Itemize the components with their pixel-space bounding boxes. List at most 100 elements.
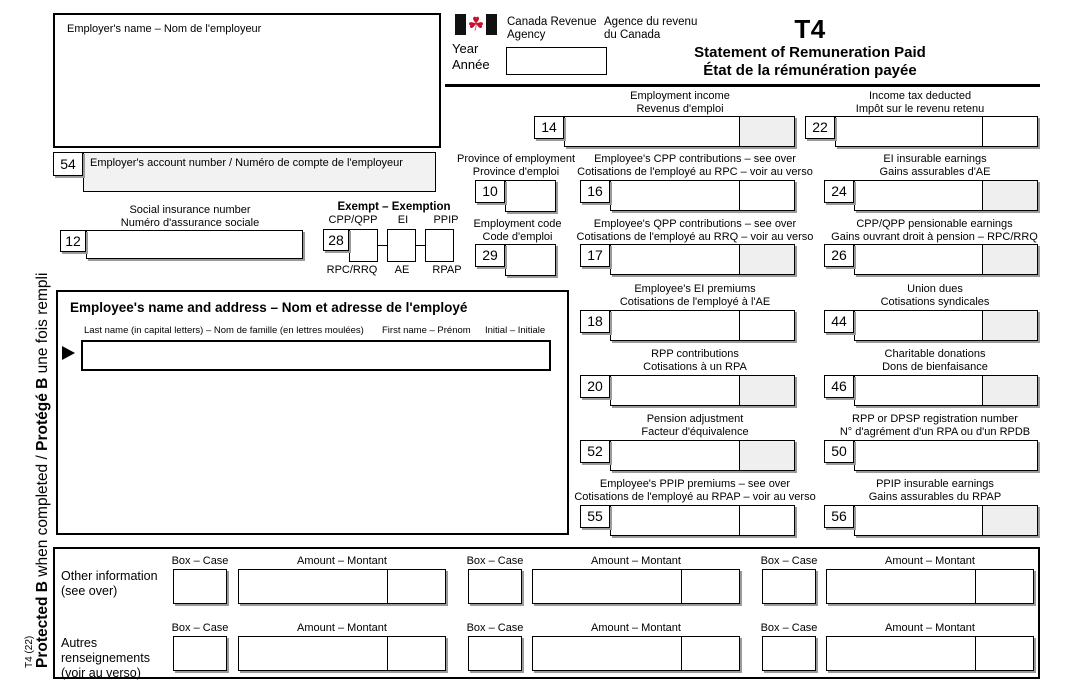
box-16-dollars[interactable]	[611, 181, 739, 210]
oi-row-2-cell-1-dollars[interactable]	[239, 637, 387, 670]
box-54-employer-account-number-input[interactable]: Employer's account number / Numéro de co…	[83, 152, 436, 192]
box-24-dollars[interactable]	[855, 181, 982, 210]
box-12-number: 12	[60, 230, 86, 252]
box-56-ppip-insurable-earnings-input[interactable]	[854, 505, 1038, 536]
box-17-qpp-contributions-input[interactable]	[610, 244, 795, 275]
oi-row-2-cell-3-box-input[interactable]	[762, 636, 816, 671]
oi-row-2-cell-2-box-input[interactable]	[468, 636, 522, 671]
oi-row-2-cell-3-amount-input[interactable]	[826, 636, 1034, 671]
employee-address-input[interactable]	[81, 378, 551, 518]
oi-row-1-cell-2-amount-input[interactable]	[532, 569, 740, 604]
oi-row-2-cell-3-cents[interactable]	[975, 637, 1033, 670]
box-16-cpp-contributions-input[interactable]	[610, 180, 795, 211]
box-20-number: 20	[580, 375, 610, 398]
box-14-employment-income-input[interactable]	[564, 116, 795, 147]
exempt-ei-checkbox[interactable]	[387, 229, 416, 262]
box-29-label: Employment code Code d'emploi	[460, 218, 575, 243]
box-46-number: 46	[824, 375, 854, 398]
oi-row-2-cell-3-dollars[interactable]	[827, 637, 975, 670]
box-44-dollars[interactable]	[855, 311, 982, 340]
box-14-label: Employment income Revenus d'emploi	[530, 90, 830, 115]
box-46-cents[interactable]	[982, 376, 1037, 405]
box-44-cents[interactable]	[982, 311, 1037, 340]
box-50-registration-number-input[interactable]	[854, 440, 1038, 471]
box-17-cents[interactable]	[739, 245, 794, 274]
box-20-label-fr: Cotisations à un RPA	[643, 360, 747, 373]
employee-name-input[interactable]	[81, 340, 551, 371]
year-input[interactable]	[506, 47, 607, 75]
box-46-label: Charitable donations Dons de bienfaisanc…	[820, 348, 1050, 373]
box-20-dollars[interactable]	[611, 376, 739, 405]
box-24-label-en: EI insurable earnings	[883, 153, 987, 165]
box-56-cents[interactable]	[982, 506, 1037, 535]
oi-row-2-cell-1-amount-input[interactable]	[238, 636, 446, 671]
employer-name-box[interactable]: Employer's name – Nom de l'employeur	[53, 13, 441, 148]
oi-r1-c2-box-header: Box – Case	[466, 555, 524, 567]
box-26-dollars[interactable]	[855, 245, 982, 274]
box-29-label-en: Employment code	[473, 218, 562, 230]
box-56-dollars[interactable]	[855, 506, 982, 535]
oi-row-1-cell-3-box-input[interactable]	[762, 569, 816, 604]
oi-r1-c2-amount-header: Amount – Montant	[591, 555, 681, 567]
box-52-label-fr: Facteur d'équivalence	[641, 425, 749, 438]
sin-label-fr: Numéro d'assurance sociale	[120, 216, 260, 229]
box-46-dollars[interactable]	[855, 376, 982, 405]
oi-r2-c1-amount-header: Amount – Montant	[297, 622, 387, 634]
exempt-cpp-qpp-checkbox[interactable]	[349, 229, 378, 262]
box-16-cents[interactable]	[739, 181, 794, 210]
oi-row-1-cell-1-box-input[interactable]	[173, 569, 227, 604]
box-17-dollars[interactable]	[611, 245, 739, 274]
oi-row-1-cell-1-dollars[interactable]	[239, 570, 387, 603]
box-14-dollars[interactable]	[565, 117, 739, 146]
box-18-cents[interactable]	[739, 311, 794, 340]
box-44-label-en: Union dues	[907, 283, 963, 295]
box-29-employment-code-input[interactable]	[505, 244, 556, 276]
oi-row-1-cell-3-dollars[interactable]	[827, 570, 975, 603]
exempt-col-0-bottom: RPC/RRQ	[326, 264, 378, 276]
protected-b-tail: une fois rempli	[34, 272, 51, 378]
oi-row-1-cell-2-box-input[interactable]	[468, 569, 522, 604]
box-52-dollars[interactable]	[611, 441, 739, 470]
oi-r1-c1-amount-header: Amount – Montant	[297, 555, 387, 567]
box-18-ei-premiums-input[interactable]	[610, 310, 795, 341]
exempt-ppip-checkbox[interactable]	[425, 229, 454, 262]
maple-leaf-icon: ☘	[467, 14, 485, 35]
box-14-number: 14	[534, 116, 564, 139]
oi-row-1-cell-1-cents[interactable]	[387, 570, 445, 603]
box-56-label-fr: Gains assurables du RPAP	[868, 490, 1002, 503]
box-26-pensionable-earnings-input[interactable]	[854, 244, 1038, 275]
box-44-union-dues-input[interactable]	[854, 310, 1038, 341]
employee-first-name-label: First name – Prénom	[382, 325, 471, 336]
box-12-sin-input[interactable]	[86, 230, 303, 259]
oi-row-1-cell-1-amount-input[interactable]	[238, 569, 446, 604]
box-22-dollars[interactable]	[836, 117, 982, 146]
box-24-cents[interactable]	[982, 181, 1037, 210]
oi-row-2-cell-2-cents[interactable]	[681, 637, 739, 670]
oi-row-1-cell-2-cents[interactable]	[681, 570, 739, 603]
box-46-charitable-donations-input[interactable]	[854, 375, 1038, 406]
box-55-ppip-premiums-input[interactable]	[610, 505, 795, 536]
oi-row-1-cell-3-amount-input[interactable]	[826, 569, 1034, 604]
box-20-cents[interactable]	[739, 376, 794, 405]
box-55-cents[interactable]	[739, 506, 794, 535]
box-10-province-input[interactable]	[505, 180, 556, 212]
oi-row-2-cell-2-amount-input[interactable]	[532, 636, 740, 671]
oi-row-1-cell-3-cents[interactable]	[975, 570, 1033, 603]
oi-row-2-cell-1-cents[interactable]	[387, 637, 445, 670]
box-18-dollars[interactable]	[611, 311, 739, 340]
box-16-label: Employee's CPP contributions – see over …	[570, 153, 820, 178]
box-26-cents[interactable]	[982, 245, 1037, 274]
box-14-cents[interactable]	[739, 117, 794, 146]
box-16-label-en: Employee's CPP contributions – see over	[594, 153, 796, 165]
box-22-income-tax-deducted-input[interactable]	[835, 116, 1038, 147]
box-52-pension-adjustment-input[interactable]	[610, 440, 795, 471]
box-55-dollars[interactable]	[611, 506, 739, 535]
box-22-cents[interactable]	[982, 117, 1037, 146]
box-20-rpp-contributions-input[interactable]	[610, 375, 795, 406]
oi-row-2-cell-2-dollars[interactable]	[533, 637, 681, 670]
box-52-cents[interactable]	[739, 441, 794, 470]
box-24-ei-insurable-earnings-input[interactable]	[854, 180, 1038, 211]
oi-row-2-cell-1-box-input[interactable]	[173, 636, 227, 671]
oi-row-1-cell-2-dollars[interactable]	[533, 570, 681, 603]
box-44-label-fr: Cotisations syndicales	[880, 295, 990, 308]
